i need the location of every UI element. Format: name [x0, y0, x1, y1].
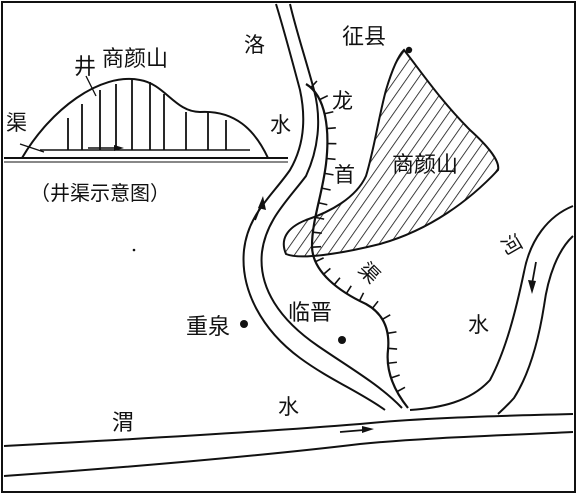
- inset-jing-pointer: [85, 75, 97, 97]
- map-speck: [132, 248, 136, 252]
- canal-tick: [390, 374, 400, 379]
- inset-well-shafts: [67, 80, 227, 150]
- canal-tick: [326, 157, 336, 161]
- yellow-river-bank-west: [409, 205, 574, 411]
- label-chong-quan: 重泉: [186, 315, 230, 340]
- label-shou: 首: [334, 163, 355, 187]
- inset-flow-arrowhead: [114, 145, 124, 151]
- canal-tick: [333, 277, 341, 286]
- shangyan-mountain-area: [282, 48, 500, 258]
- canal-tick: [312, 231, 322, 235]
- label-he-shui: 水: [468, 313, 489, 337]
- inset-diagram: [4, 75, 288, 163]
- canal-tick: [396, 386, 406, 393]
- canal-tick: [387, 361, 398, 365]
- wei-river-bank-north: [3, 413, 574, 447]
- yellow-river-flow-arrowhead: [528, 280, 536, 294]
- canal-tick: [315, 257, 324, 263]
- canal-tick: [382, 314, 391, 321]
- label-inset-qu: 渠: [6, 111, 27, 135]
- canal-tick: [315, 216, 325, 220]
- longshou-canal: [305, 83, 409, 409]
- wei-river: [3, 413, 574, 477]
- canal-tick: [345, 285, 352, 294]
- wei-flow-arrowhead: [362, 426, 374, 433]
- canal-tick: [321, 187, 331, 191]
- canal-tick: [324, 110, 334, 115]
- canal-tick: [358, 292, 365, 302]
- inset-mountain-outline: [21, 77, 269, 159]
- label-luo: 洛: [244, 33, 265, 57]
- canal-tick: [323, 267, 331, 275]
- label-inset-jing: 井: [74, 55, 96, 80]
- inset-caption: （井渠示意图）: [30, 181, 170, 205]
- canal-tick: [324, 172, 334, 176]
- lin-jin-city-marker: [338, 336, 346, 344]
- luo-river-bank-west: [242, 3, 386, 411]
- label-main-shangyan-shan: 商颜山: [392, 153, 458, 178]
- canal-tick: [371, 300, 379, 309]
- canal-tick: [388, 347, 398, 350]
- yellow-river-flow-arrow: [531, 261, 537, 285]
- inset-qu-pointer: [19, 143, 45, 153]
- canal-tick: [319, 94, 329, 101]
- label-luo-shui: 水: [270, 113, 291, 137]
- label-inset-shangyan-shan: 商颜山: [102, 47, 168, 72]
- wei-flow-arrow: [339, 429, 365, 433]
- yellow-river: [409, 205, 574, 415]
- label-wei: 渭: [112, 411, 134, 436]
- canal-tick: [318, 201, 328, 206]
- zheng-xian-city-marker: [405, 46, 413, 54]
- label-wei-shui: 水: [278, 395, 299, 419]
- label-long: 龙: [332, 89, 353, 113]
- longshou-canal-ticks: [310, 80, 406, 393]
- label-lin-jin: 临晋: [288, 301, 332, 326]
- chong-quan-city-marker: [240, 320, 248, 328]
- canal-tick: [387, 331, 397, 335]
- label-zheng-xian: 征县: [342, 25, 386, 50]
- canal-tick: [310, 80, 318, 89]
- wei-river-bank-south: [3, 431, 574, 477]
- canal-tick: [326, 126, 336, 130]
- yellow-river-bank-east: [497, 235, 574, 415]
- luo-flow-arrowhead: [258, 196, 266, 210]
